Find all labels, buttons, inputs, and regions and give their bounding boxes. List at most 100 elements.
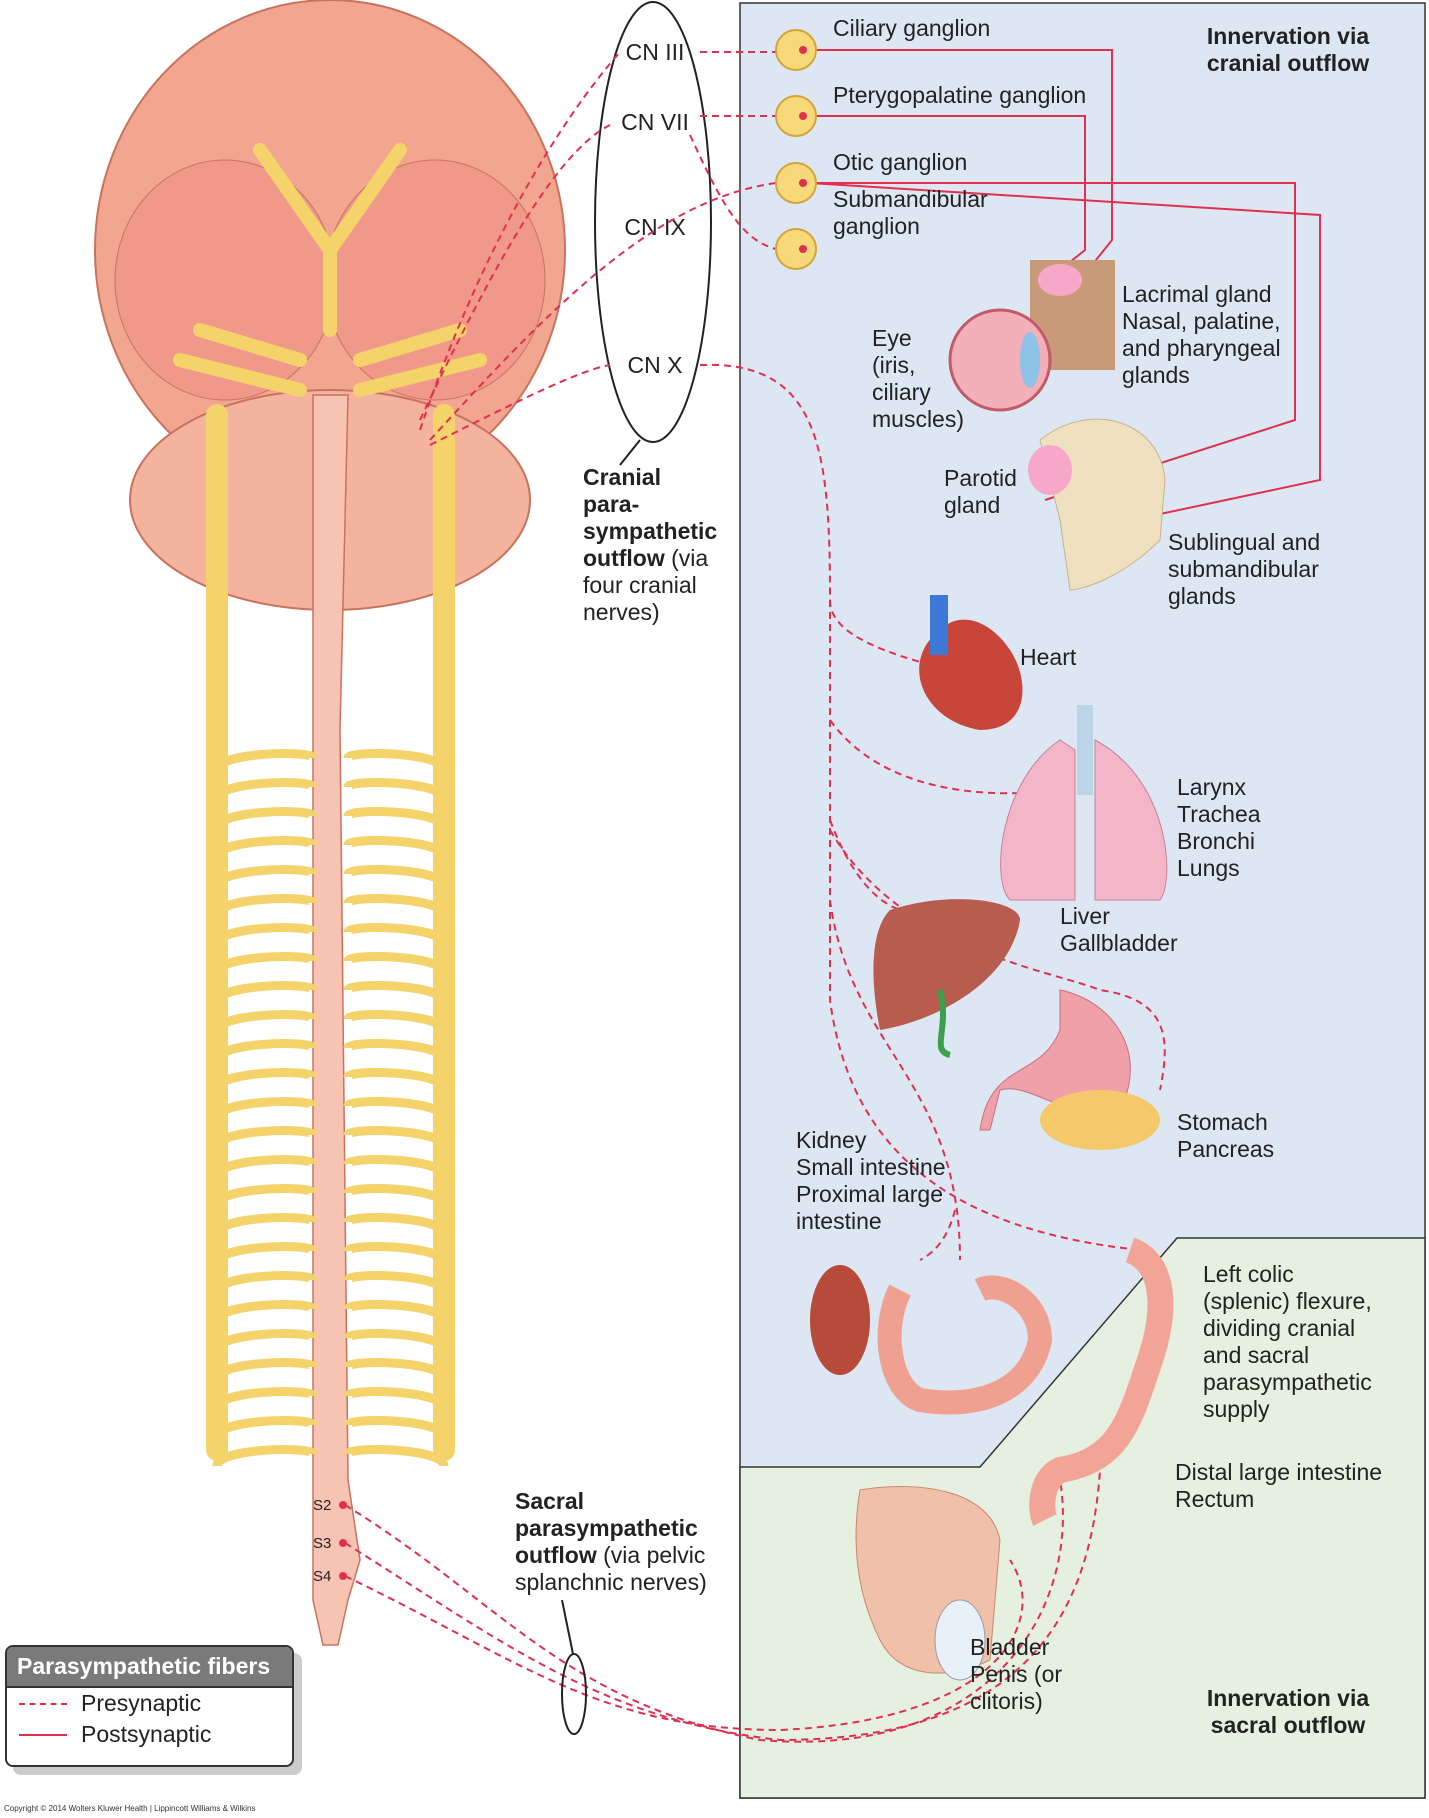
spinal-nerve	[343, 1010, 449, 1033]
spinal-nerve	[212, 1155, 318, 1178]
cn-vii-label: CN VII	[621, 109, 689, 135]
submandibular-ganglion-icon	[775, 228, 817, 270]
spinal-nerve	[212, 1010, 318, 1033]
cn-iii-label: CN III	[626, 39, 685, 65]
spinal-nerve	[212, 1242, 318, 1265]
spinal-nerve	[343, 749, 449, 772]
organ-label-heart: Heart	[1020, 644, 1077, 670]
organ-label-sublingual: glands	[1168, 583, 1236, 609]
otic-ganglion-icon	[775, 162, 817, 204]
ganglion-label-otic: Otic ganglion	[833, 149, 967, 175]
ganglion-label-submandibular: Submandibular	[833, 186, 988, 212]
organ-label-lacrimal: glands	[1122, 362, 1190, 388]
spinal-nerve	[343, 1039, 449, 1062]
ciliary-ganglion-icon	[775, 29, 817, 71]
lungs-image	[1000, 739, 1168, 901]
s2-label: S2	[313, 1497, 331, 1514]
organ-label-colic: (splenic) flexure,	[1203, 1288, 1372, 1314]
intestine-image	[877, 1275, 1053, 1415]
spinal-nerve	[343, 1242, 449, 1265]
spinal-nerve	[343, 1126, 449, 1149]
spinal-nerve	[212, 923, 318, 946]
organ-label-bladder: clitoris)	[970, 1688, 1043, 1714]
ganglion-label-pterygopalatine: Pterygopalatine ganglion	[833, 82, 1086, 108]
organ-label-bladder: Bladder	[970, 1634, 1050, 1660]
cranial-nerves-ellipse	[594, 1, 712, 443]
spinal-nerve	[343, 923, 449, 946]
spinal-nerve	[343, 1416, 449, 1439]
organ-label-eye: ciliary	[872, 379, 931, 405]
legend-presynaptic-label: Presynaptic	[81, 1690, 202, 1716]
spinal-nerve	[343, 778, 449, 801]
organ-label-parotid: Parotid	[944, 465, 1017, 491]
organ-label-kidney: intestine	[796, 1208, 882, 1234]
spinal-nerve	[212, 1126, 318, 1149]
spinal-nerve	[212, 1416, 318, 1439]
spinal-nerve	[343, 981, 449, 1004]
organ-label-eye: (iris,	[872, 352, 915, 378]
spinal-nerve	[212, 1300, 318, 1323]
spinal-nerve	[343, 865, 449, 888]
spinal-nerve	[212, 981, 318, 1004]
organ-label-kidney: Proximal large	[796, 1181, 943, 1207]
organ-label-lacrimal: Lacrimal gland	[1122, 281, 1272, 307]
spinal-nerve	[212, 1329, 318, 1352]
organ-label-lungs: Trachea	[1177, 801, 1261, 827]
nerve-chains	[206, 404, 455, 1468]
dashed-line-icon	[19, 1702, 67, 1705]
organ-label-distal: Rectum	[1175, 1486, 1254, 1512]
spinal-nerve	[343, 1300, 449, 1323]
spinal-nerve	[212, 1271, 318, 1294]
organ-label-lacrimal: Nasal, palatine,	[1122, 308, 1281, 334]
spinal-nerve	[212, 1213, 318, 1236]
legend-postsynaptic: Postsynaptic	[7, 1719, 292, 1750]
spinal-nerve	[343, 1068, 449, 1091]
organ-label-stomach: Stomach	[1177, 1109, 1268, 1135]
organ-label-colic: Left colic	[1203, 1261, 1294, 1287]
ganglia	[775, 29, 817, 270]
organ-label-colic: supply	[1203, 1396, 1270, 1422]
spinal-nerve	[212, 865, 318, 888]
solid-line-icon	[19, 1733, 67, 1736]
organ-illustrations	[810, 260, 1174, 1681]
eye-image	[948, 308, 1052, 412]
organ-label-distal: Distal large intestine	[1175, 1459, 1382, 1485]
sacral-nerves-ellipse	[561, 1653, 587, 1735]
colon-image	[1029, 1237, 1174, 1526]
copyright: Copyright © 2014 Wolters Kluwer Health |…	[4, 1804, 256, 1813]
organ-label-parotid: gland	[944, 492, 1000, 518]
organ-label-liver: Liver	[1060, 903, 1110, 929]
kidney-image	[810, 1265, 870, 1375]
cn-ix-label: CN IX	[624, 214, 685, 240]
organ-label-sublingual: submandibular	[1168, 556, 1319, 582]
spinal-nerve	[212, 1445, 318, 1468]
cn-x-label: CN X	[628, 352, 683, 378]
organ-label-colic: dividing cranial	[1203, 1315, 1355, 1341]
cranial-innervation-title-1: Innervation via	[1207, 23, 1370, 49]
spinal-nerve	[212, 1358, 318, 1381]
spinal-nerve	[343, 1445, 449, 1468]
organ-label-kidney: Kidney	[796, 1127, 867, 1153]
organ-label-eye: Eye	[872, 325, 912, 351]
spinal-nerve	[343, 1184, 449, 1207]
s3-label: S3	[313, 1535, 331, 1552]
organ-label-stomach: Pancreas	[1177, 1136, 1274, 1162]
spinal-nerve	[212, 778, 318, 801]
spinal-nerve	[212, 1068, 318, 1091]
skull-image	[1039, 418, 1166, 591]
spinal-nerve	[212, 836, 318, 859]
spinal-nerve	[343, 894, 449, 917]
legend-presynaptic: Presynaptic	[7, 1688, 292, 1719]
spinal-nerve	[212, 1097, 318, 1120]
spinal-nerve	[212, 1387, 318, 1410]
organ-label-lungs: Bronchi	[1177, 828, 1255, 854]
spinal-nerve	[212, 1184, 318, 1207]
spinal-nerve	[343, 1155, 449, 1178]
cranial-innervation-title-2: cranial outflow	[1207, 50, 1369, 76]
legend: Parasympathetic fibers Presynaptic Posts…	[5, 1645, 294, 1767]
